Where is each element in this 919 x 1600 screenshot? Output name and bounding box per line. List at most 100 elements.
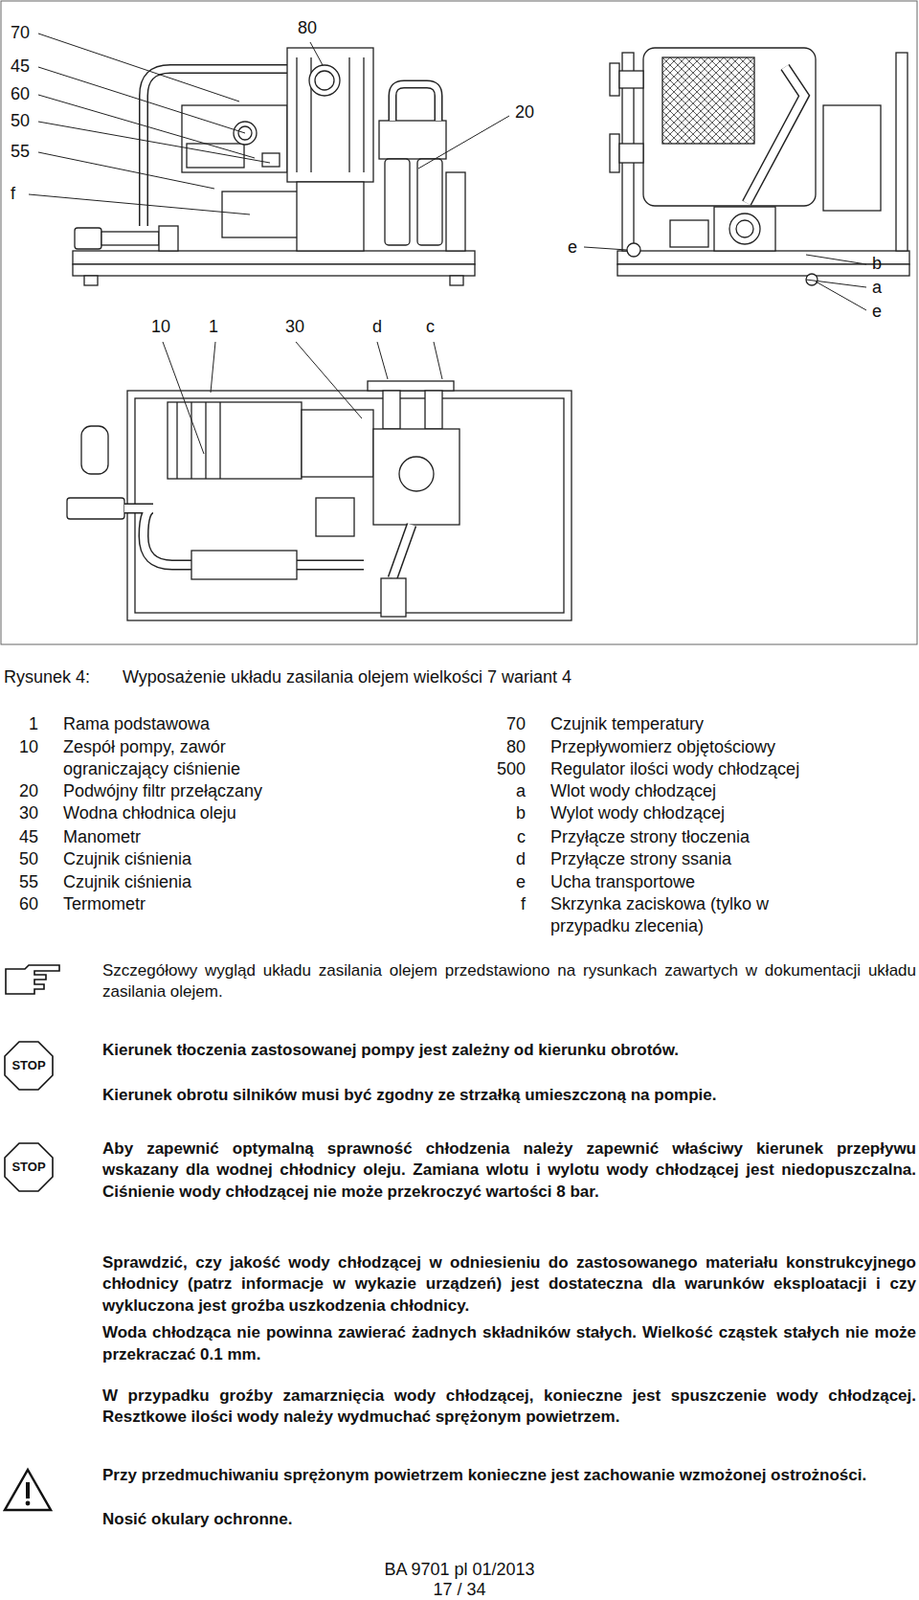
- note-icons-part: [4, 1041, 53, 1090]
- note-text: Szczegółowy wygląd układu zasilania olej…: [102, 960, 917, 1004]
- legend-text: Przyłącze strony ssania: [550, 848, 905, 871]
- top-view: [67, 381, 572, 621]
- note-icons-part: [4, 1143, 53, 1191]
- side-view-part: [72, 264, 475, 276]
- top-view-part: [190, 402, 192, 479]
- note-text: Nosić okulary ochronne.: [102, 1508, 917, 1530]
- top-view-part: [381, 578, 406, 617]
- top-view-part: [392, 524, 412, 579]
- stop-sign-text: STOP: [4, 1057, 53, 1074]
- top-view-part: [167, 402, 302, 479]
- side-view-part: [84, 275, 98, 286]
- leader-lines-part: [815, 281, 867, 311]
- end-view-part: [746, 67, 805, 203]
- legend-text: Czujnik ciśnienia: [63, 848, 408, 871]
- leader-lines-part: [38, 121, 270, 163]
- end-view-part: [609, 134, 620, 173]
- end-view-part: [746, 67, 805, 203]
- side-view-part: [296, 181, 364, 251]
- legend-key: d: [478, 848, 526, 871]
- legend-text: Czujnik ciśnienia: [63, 871, 408, 894]
- end-view-part: [627, 243, 641, 257]
- callout-number: 20: [515, 102, 535, 122]
- legend-text: Wylot wody chłodzącej: [550, 802, 905, 825]
- side-view-part: [101, 231, 159, 246]
- note-text: Sprawdzić, czy jakość wody chłodzącej w …: [102, 1252, 917, 1317]
- legend-key: f: [478, 893, 526, 916]
- top-view-part: [315, 497, 355, 537]
- callout-number: 45: [10, 56, 30, 76]
- leader-lines-part: [28, 194, 250, 215]
- callout-number: 30: [285, 316, 305, 337]
- side-view-part: [362, 57, 364, 173]
- leader-lines-part: [295, 341, 362, 419]
- legend-key: b: [478, 802, 526, 825]
- side-view-part: [295, 57, 297, 173]
- legend-text: Zespół pompy, zawór ograniczający ciśnie…: [63, 736, 293, 781]
- end-view-part: [714, 206, 776, 251]
- callout-number: d: [372, 316, 382, 337]
- side-view-part: [262, 153, 280, 167]
- top-view-part: [134, 398, 564, 613]
- side-view-part: [446, 172, 466, 251]
- legend-text: Czujnik temperatury: [550, 713, 905, 736]
- side-view-part: [417, 158, 443, 246]
- side-view-part: [384, 158, 410, 246]
- leader-lines-part: [210, 341, 216, 393]
- legend-text: Ucha transportowe: [550, 871, 905, 894]
- legend-key: 55: [0, 871, 39, 894]
- callout-number: e: [872, 301, 882, 321]
- legend-key: 1: [0, 713, 39, 736]
- leader-lines-part: [377, 341, 388, 380]
- leader-lines-part: [38, 33, 240, 102]
- figure-caption: Wyposażenie układu zasilania olejem wiel…: [122, 666, 572, 688]
- leader-lines-part: [38, 67, 246, 134]
- note-icons-part: [25, 1481, 30, 1499]
- end-view-part: [619, 143, 644, 163]
- top-view-part: [127, 390, 572, 621]
- legend-text: Manometr: [63, 826, 408, 849]
- top-view-part: [425, 390, 443, 429]
- legend-key: 70: [478, 713, 526, 736]
- side-view-part: [309, 65, 340, 96]
- note-text: Przy przedmuchiwaniu sprężonym powietrze…: [102, 1464, 917, 1486]
- legend-text: Rama podstawowa: [63, 713, 408, 736]
- side-view-part: [392, 84, 439, 121]
- end-view-part: [643, 47, 816, 206]
- legend-key: c: [478, 826, 526, 849]
- end-view-part: [736, 220, 754, 238]
- top-view-part: [67, 497, 125, 519]
- note-icons: [4, 964, 60, 1510]
- legend-key: a: [478, 780, 526, 803]
- note-text: Woda chłodząca nie powinna zawierać żadn…: [102, 1322, 917, 1366]
- note-icons-part: [25, 1501, 31, 1506]
- stop-sign-text: STOP: [4, 1159, 53, 1175]
- side-view: [72, 47, 475, 286]
- legend-text: Regulator ilości wody chłodzącej: [550, 758, 905, 781]
- leader-lines-part: [583, 246, 628, 250]
- leader-lines-part: [433, 341, 443, 380]
- callout-number: 60: [10, 84, 30, 104]
- page-number: 17 / 34: [0, 1579, 919, 1600]
- top-view-part: [382, 390, 401, 429]
- footer-text: BA 9701 pl 01/2013: [0, 1559, 919, 1580]
- top-view-part: [399, 456, 434, 492]
- end-view-part: [609, 63, 620, 96]
- callout-number: 55: [10, 141, 30, 161]
- end-view-part: [617, 264, 910, 276]
- legend-text: Skrzynka zaciskowa (tylko w przypadku zl…: [550, 893, 790, 938]
- legend-text: Wlot wody chłodzącej: [550, 780, 905, 803]
- top-view-part: [392, 524, 412, 579]
- top-view-part: [191, 550, 297, 580]
- top-view-part: [81, 425, 109, 474]
- leader-lines-part: [418, 115, 510, 169]
- top-view-part: [367, 381, 454, 391]
- side-view-part: [287, 47, 374, 182]
- end-view-part: [617, 250, 910, 265]
- callout-number: c: [425, 316, 435, 337]
- top-view-part: [301, 409, 374, 477]
- side-view-part: [158, 225, 179, 251]
- end-view-part: [670, 220, 709, 247]
- legend-key: 45: [0, 826, 39, 849]
- legend-key: 500: [478, 758, 526, 781]
